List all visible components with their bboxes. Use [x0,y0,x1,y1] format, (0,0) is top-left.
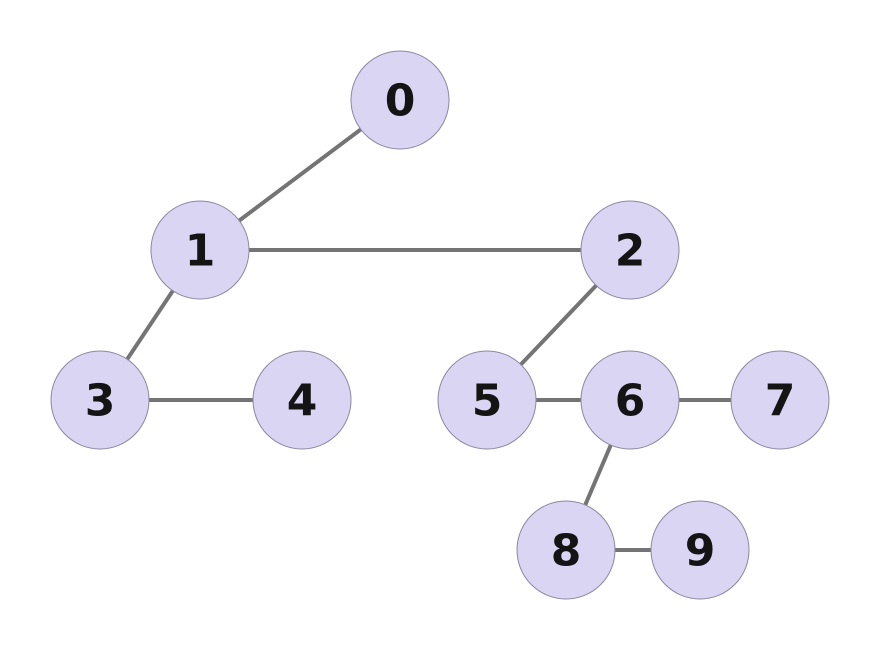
graph-node-6: 6 [580,350,680,450]
node-circle-5 [437,350,537,450]
graph-node-8: 8 [516,500,616,600]
graph-node-5: 5 [437,350,537,450]
graph-node-3: 3 [50,350,150,450]
node-label-3: 3 [85,376,116,427]
node-label-9: 9 [685,526,716,577]
node-circle-0 [350,50,450,150]
node-circle-3 [50,350,150,450]
node-label-7: 7 [765,376,796,427]
node-circle-4 [252,350,352,450]
node-circle-1 [150,200,250,300]
node-label-0: 0 [385,76,416,127]
node-label-4: 4 [287,376,318,427]
node-circle-8 [516,500,616,600]
node-circle-2 [580,200,680,300]
graph-node-9: 9 [650,500,750,600]
graph-node-0: 0 [350,50,450,150]
node-label-1: 1 [185,226,216,277]
graph-node-7: 7 [730,350,830,450]
graph-node-2: 2 [580,200,680,300]
graph-node-1: 1 [150,200,250,300]
node-label-2: 2 [615,226,646,277]
node-circle-6 [580,350,680,450]
graph-node-4: 4 [252,350,352,450]
node-circle-7 [730,350,830,450]
node-circle-9 [650,500,750,600]
node-label-6: 6 [615,376,646,427]
node-label-8: 8 [551,526,582,577]
node-label-5: 5 [472,376,503,427]
